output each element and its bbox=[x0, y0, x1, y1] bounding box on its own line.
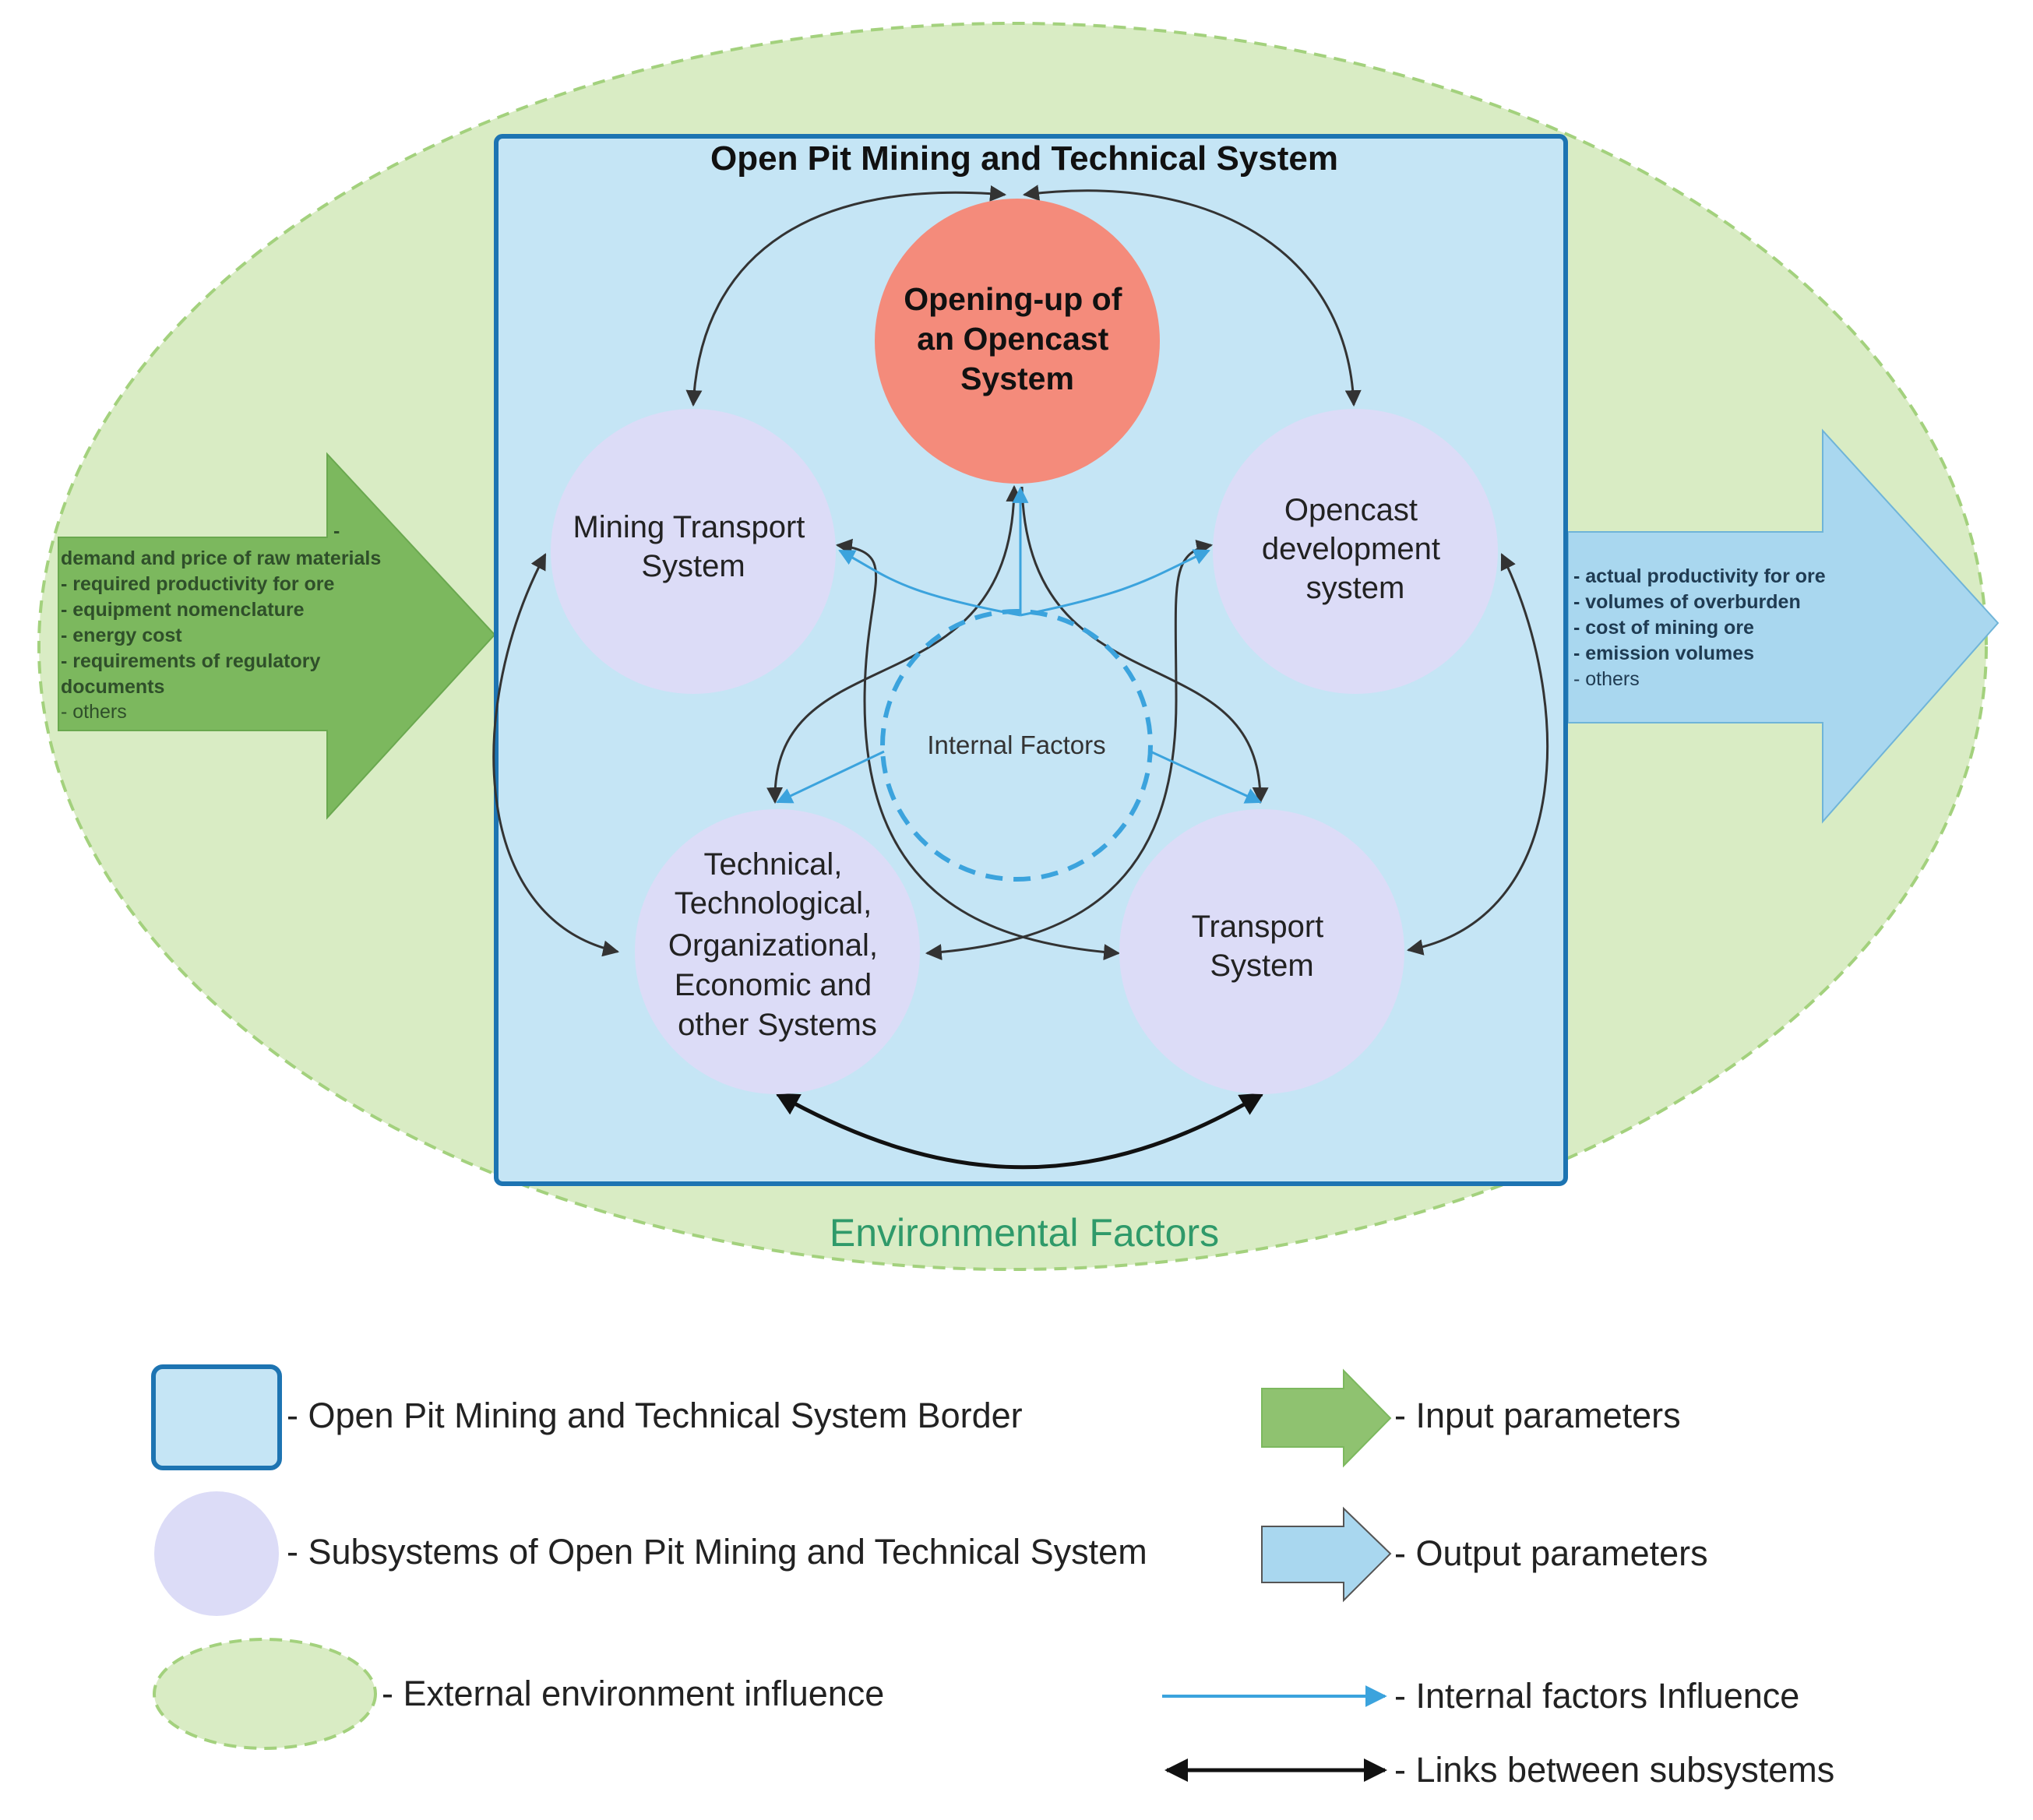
opening-up-line-3: System bbox=[960, 361, 1074, 396]
mining-transport-label: Mining Transport System bbox=[573, 510, 813, 583]
input-arrow bbox=[58, 452, 496, 820]
input-line-4: - energy cost bbox=[61, 625, 182, 646]
output-arrow bbox=[1567, 428, 2000, 824]
input-parameters-text: - demand and price of raw materials - re… bbox=[61, 520, 381, 723]
link-opencast-technical bbox=[925, 540, 1214, 961]
input-line-last: - others bbox=[61, 701, 127, 723]
legend-input-label: - Input parameters bbox=[1394, 1396, 1681, 1435]
legend-output-arrow-icon bbox=[1261, 1506, 1392, 1603]
transport-system-node bbox=[1119, 809, 1404, 1094]
system-title: Open Pit Mining and Technical System bbox=[710, 139, 1338, 178]
transport-system-label: Transport System bbox=[1192, 910, 1333, 983]
technical-systems-line-1: Technical, bbox=[704, 847, 843, 882]
internal-to-transport bbox=[1150, 750, 1262, 804]
input-line-6: documents bbox=[61, 676, 164, 698]
internal-to-opencast bbox=[1020, 549, 1210, 617]
link-opening-opencast bbox=[1022, 185, 1362, 407]
mining-transport-line-1: Mining Transport bbox=[573, 510, 805, 544]
output-parameters-text: - actual productivity for ore - volumes … bbox=[1573, 565, 1826, 690]
link-opencast-transport bbox=[1406, 553, 1549, 956]
link-opening-mining bbox=[685, 185, 1007, 407]
technical-systems-line-4: Economic and bbox=[675, 968, 872, 1002]
link-technical-transport bbox=[775, 1092, 1264, 1170]
internal-factor-arrows bbox=[776, 486, 1262, 804]
legend-border-label: - Open Pit Mining and Technical System B… bbox=[287, 1396, 1023, 1435]
opening-up-node bbox=[875, 199, 1160, 484]
input-line-1: demand and price of raw materials bbox=[61, 547, 381, 569]
internal-factors-circle bbox=[880, 609, 1153, 882]
technical-systems-line-3: Organizational, bbox=[668, 928, 878, 963]
legend-border-swatch bbox=[151, 1364, 282, 1470]
opening-up-label: Opening-up of an Opencast System bbox=[904, 281, 1131, 396]
link-mining-technical bbox=[492, 553, 620, 957]
opencast-development-line-2: development bbox=[1262, 532, 1440, 566]
opening-up-line-1: Opening-up of bbox=[904, 281, 1122, 317]
opencast-development-node bbox=[1213, 409, 1498, 694]
technical-systems-label: Technical, Technological, Organizational… bbox=[668, 847, 886, 1042]
mining-transport-node bbox=[551, 409, 836, 694]
legend-external-swatch bbox=[153, 1638, 377, 1750]
subsystem-links bbox=[492, 185, 1549, 1170]
transport-system-line-1: Transport bbox=[1192, 910, 1324, 944]
legend-input-arrow-icon bbox=[1261, 1368, 1392, 1468]
input-line-3: - equipment nomenclature bbox=[61, 599, 305, 621]
technical-systems-line-5: other Systems bbox=[678, 1008, 877, 1042]
technical-systems-line-2: Technological, bbox=[675, 886, 872, 921]
output-line-2: - volumes of overburden bbox=[1573, 591, 1801, 613]
input-line-5: - requirements of regulatory bbox=[61, 650, 320, 672]
legend-subsystem-swatch bbox=[154, 1491, 279, 1616]
internal-to-technical bbox=[776, 750, 885, 804]
output-line-last: - others bbox=[1573, 668, 1640, 690]
input-dash: - bbox=[333, 520, 340, 542]
output-line-4: - emission volumes bbox=[1573, 642, 1754, 664]
legend-subsystem-label: - Subsystems of Open Pit Mining and Tech… bbox=[287, 1532, 1147, 1572]
transport-system-line-2: System bbox=[1210, 949, 1313, 983]
internal-to-mining bbox=[838, 549, 1021, 617]
output-line-3: - cost of mining ore bbox=[1573, 617, 1754, 639]
opencast-development-line-1: Opencast bbox=[1284, 493, 1418, 527]
opening-up-line-2: an Opencast bbox=[917, 321, 1108, 357]
opencast-development-line-3: system bbox=[1306, 571, 1405, 605]
legend-external-label: - External environment influence bbox=[382, 1674, 884, 1713]
legend-internal-label: - Internal factors Influence bbox=[1394, 1676, 1799, 1716]
opencast-development-label: Opencast development system bbox=[1262, 493, 1449, 605]
environmental-factors-label: Environmental Factors bbox=[830, 1211, 1219, 1255]
legend-links-label: - Links between subsystems bbox=[1394, 1750, 1834, 1790]
internal-factors-label: Internal Factors bbox=[927, 730, 1105, 759]
input-line-2: - required productivity for ore bbox=[61, 573, 335, 595]
technical-systems-node bbox=[635, 809, 920, 1094]
mining-transport-line-2: System bbox=[641, 549, 745, 583]
legend-output-label: - Output parameters bbox=[1394, 1533, 1708, 1573]
legend: - Open Pit Mining and Technical System B… bbox=[151, 1364, 1834, 1790]
output-line-1: - actual productivity for ore bbox=[1573, 565, 1826, 587]
